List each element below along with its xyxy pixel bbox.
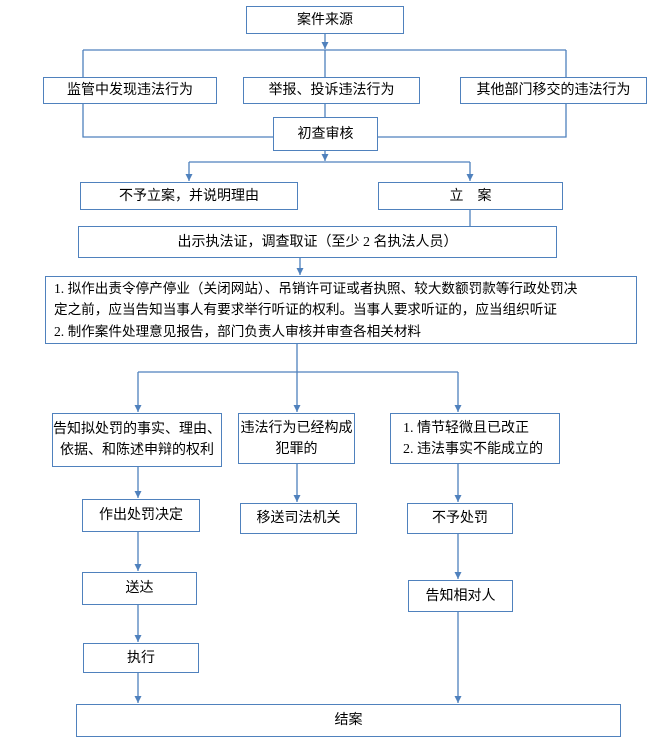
node-case-source: 案件来源: [246, 6, 404, 34]
node-inform-rights: 告知拟处罚的事实、理由、 依据、和陈述申辩的权利: [52, 413, 222, 467]
node-delivery: 送达: [82, 572, 197, 605]
node-transferred-other-dept: 其他部门移交的违法行为: [460, 77, 647, 104]
node-found-in-supervision: 监管中发现违法行为: [43, 77, 217, 104]
node-filing: 立 案: [378, 182, 563, 210]
node-hearing-notice: 1. 拟作出责令停产停业（关闭网站）、吊销许可证或者执照、较大数额罚款等行政处罚…: [45, 276, 637, 344]
node-transfer-judicial: 移送司法机关: [240, 503, 357, 534]
connector-left-to-review: [82, 104, 273, 138]
node-make-decision: 作出处罚决定: [82, 499, 200, 532]
connector-right-to-review: [378, 104, 567, 138]
node-notify-party: 告知相对人: [408, 580, 513, 612]
node-evidence-collection: 出示执法证，调查取证（至少 2 名执法人员）: [78, 226, 557, 258]
node-no-filing: 不予立案，并说明理由: [80, 182, 298, 210]
node-no-punishment: 不予处罚: [407, 503, 513, 534]
node-execution: 执行: [83, 643, 199, 673]
node-crime-constituted: 违法行为已经构成 犯罪的: [238, 413, 355, 464]
node-minor-or-unfounded: 1. 情节轻微且已改正 2. 违法事实不能成立的: [390, 413, 560, 464]
node-report-complaint: 举报、投诉违法行为: [243, 77, 420, 104]
node-initial-review: 初查审核: [273, 117, 378, 151]
node-case-closed: 结案: [76, 704, 621, 737]
